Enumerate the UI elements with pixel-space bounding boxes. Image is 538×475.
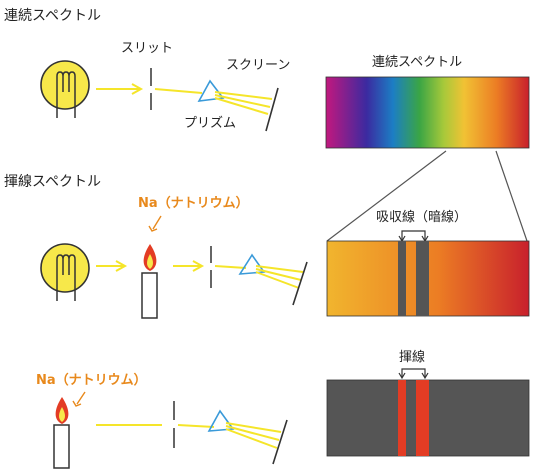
light-bulb-icon [40, 60, 90, 118]
prism-icon [197, 79, 225, 102]
bracket-arrow-icon [398, 368, 429, 380]
screen-label: スクリーン [226, 58, 290, 73]
screen-icon [265, 87, 279, 132]
arrow-icon [173, 260, 205, 272]
candle-flame-icon [53, 397, 70, 469]
absorption-dark-line [398, 241, 406, 316]
light-ray [214, 265, 247, 269]
absorption-dark-line [416, 241, 429, 316]
screen-icon [272, 419, 288, 465]
prism-icon [238, 253, 266, 275]
emission-section-title: 揮線スペクトル [4, 174, 101, 190]
continuous-section-title: 連続スペクトル [4, 7, 101, 24]
arrow-icon [148, 215, 162, 232]
arrow-icon [96, 83, 144, 95]
absorption-lines-label: 吸収線（暗線） [376, 209, 467, 225]
prism-label: プリズム [184, 115, 236, 131]
dispersed-rays [255, 265, 304, 289]
emission-lines-label: 揮線 [399, 349, 425, 365]
emission-bright-line [416, 380, 429, 456]
arrow-icon [96, 260, 128, 272]
dispersed-rays [225, 422, 282, 449]
continuous-spectrum-label: 連続スペクトル [372, 55, 462, 70]
prism-icon [207, 409, 235, 432]
screen-icon [292, 261, 308, 306]
na-label-emission: Na（ナトリウム） [36, 372, 147, 388]
candle-flame-icon [141, 244, 158, 319]
arrow-icon [72, 391, 86, 407]
light-ray [177, 424, 215, 428]
bracket-arrow-icon [398, 230, 429, 243]
continuous-spectrum-band [325, 76, 530, 149]
dispersed-rays [214, 91, 273, 115]
zoom-lines [326, 150, 528, 242]
na-label-absorption: Na（ナトリウム） [138, 195, 249, 211]
light-ray [154, 88, 203, 94]
light-bulb-icon [40, 243, 90, 301]
emission-bright-line [398, 380, 406, 456]
slit-label: スリット [121, 41, 173, 56]
